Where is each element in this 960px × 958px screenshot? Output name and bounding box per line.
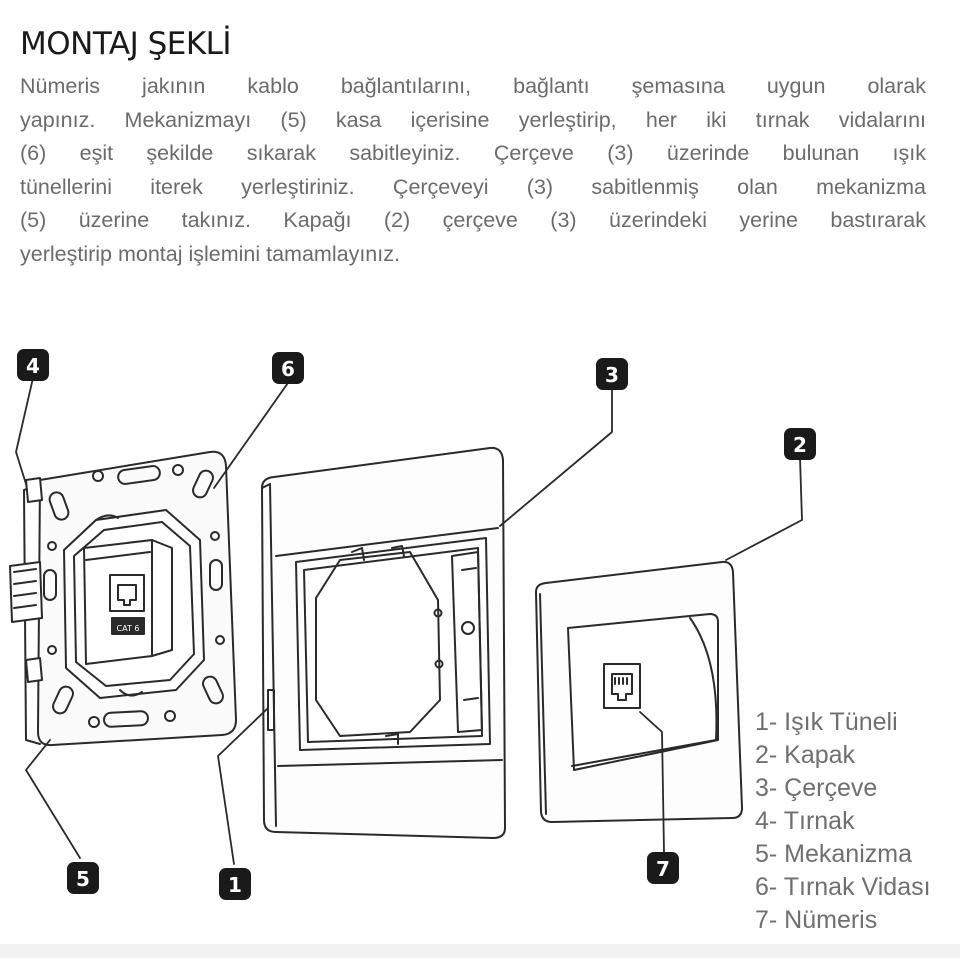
legend-item: 7- Nümeris: [755, 906, 878, 934]
paragraph-line: tünellerini iterek yerleştiriniz. Çerçev…: [20, 174, 926, 199]
parts-legend: 1- Işık Tüneli 2- Kapak 3- Çerçeve 4- Tı…: [755, 706, 931, 937]
callout-badge-4: 4: [17, 349, 49, 381]
badge-label: 5: [76, 867, 90, 891]
legend-item: 5- Mekanizma: [755, 840, 912, 868]
leader-lines: [15, 377, 803, 865]
paragraph-line: (5) üzerine takınız. Kapağı (2) çerçeve …: [20, 208, 926, 232]
paragraph-line: yerleştirip montaj işlemini tamamlayınız…: [20, 241, 400, 266]
callout-badges: 4 6 3 2 5 1 7: [17, 349, 816, 900]
page-title: MONTAJ ŞEKLİ: [20, 26, 232, 62]
frame-drawing: [261, 446, 506, 839]
badge-label: 6: [281, 357, 295, 381]
paragraph-line: (6) eşit şekilde sıkarak sabitleyiniz. Ç…: [20, 141, 926, 165]
callout-badge-3: 3: [596, 358, 628, 390]
badge-label: 1: [228, 873, 242, 897]
footer-bar: [0, 944, 960, 958]
legend-item: 3- Çerçeve: [755, 774, 878, 802]
callout-badge-6: 6: [272, 352, 304, 384]
cover-drawing: [535, 560, 743, 823]
badge-label: 3: [605, 363, 619, 387]
paragraph-line: yapınız. Mekanizmayı (5) kasa içerisine …: [20, 107, 926, 132]
mechanism-label: CAT 6: [117, 624, 140, 633]
badge-label: 4: [26, 354, 40, 378]
legend-item: 2- Kapak: [755, 741, 856, 769]
callout-badge-5: 5: [67, 862, 99, 894]
mechanism-drawing: [9, 450, 237, 747]
instructions-paragraph: Nümeris jakının kablo bağlantılarını, ba…: [20, 70, 926, 271]
legend-item: 1- Işık Tüneli: [755, 708, 898, 736]
legend-item: 6- Tırnak Vidası: [755, 873, 931, 901]
callout-badge-1: 1: [219, 868, 251, 900]
paragraph-line: Nümeris jakının kablo bağlantılarını, ba…: [20, 74, 926, 98]
badge-label: 2: [793, 433, 807, 457]
legend-item: 4- Tırnak: [755, 807, 855, 835]
callout-badge-2: 2: [784, 428, 816, 460]
callout-badge-7: 7: [647, 852, 679, 884]
badge-label: 7: [656, 857, 670, 881]
